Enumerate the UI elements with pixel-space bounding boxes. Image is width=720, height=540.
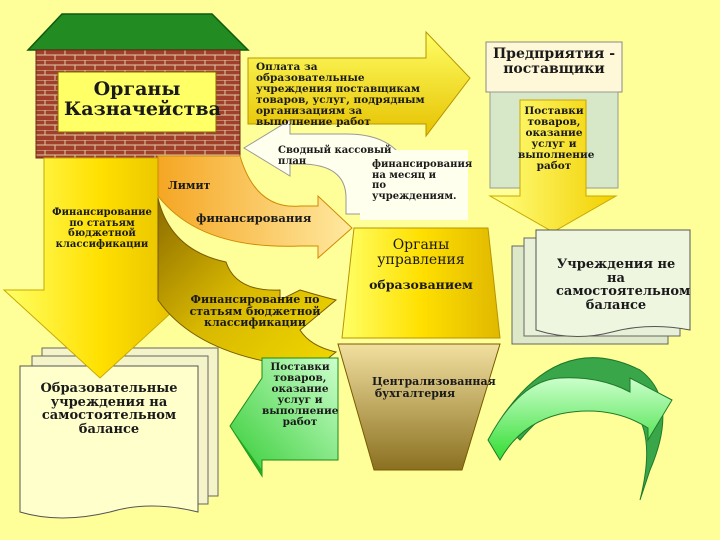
treasury-label: Органы Казначейства [64, 78, 221, 120]
institutions-on-balance-node [19, 347, 219, 519]
limit-arrow [157, 155, 353, 260]
cash-plan-detail-label: финансирования на месяц и по учреждениям… [372, 159, 473, 202]
suppliers-label: Предприятия - поставщики [492, 46, 616, 77]
funding-center-label: Финансирование по статьям бюджетной клас… [189, 293, 321, 330]
treasury-roof [26, 13, 250, 51]
centralized-accounting-node [337, 343, 501, 471]
funding-left-label: Финансирование по статьям бюджетной клас… [52, 207, 152, 250]
limit-detail-label: финансирования [196, 211, 312, 225]
education-authorities-node [341, 227, 501, 339]
supplies-right-label: Поставки товаров, оказание услуг и выпол… [518, 105, 595, 173]
education-authorities-label-1: Органы управления [377, 237, 465, 268]
cash-plan-label: Сводный кассовый план [278, 145, 392, 167]
centralized-accounting-label: Централизованная бухгалтерия [372, 375, 496, 400]
treasury-sign [57, 71, 217, 133]
institutions-not-on-balance-label: Учреждения не на самостоятельном балансе [556, 257, 691, 313]
payment-label: Оплата за образовательные учреждения пос… [256, 61, 425, 129]
supplies-center-label: Поставки товаров, оказание услуг и выпол… [262, 361, 339, 429]
limit-label: Лимит [168, 179, 211, 192]
treasury-node [26, 13, 250, 159]
education-authorities-label-2: образованием [369, 277, 473, 292]
institutions-not-on-balance-node [511, 229, 691, 345]
supplies-left-arrow [229, 357, 339, 478]
return-curved-arrow-front [487, 377, 673, 461]
institutions-on-balance-label: Образовательные учреждения на самостояте… [40, 381, 178, 437]
funding-curved-arrow [157, 197, 338, 369]
payment-arrow [247, 30, 471, 138]
supplies-down-arrow [488, 99, 618, 233]
